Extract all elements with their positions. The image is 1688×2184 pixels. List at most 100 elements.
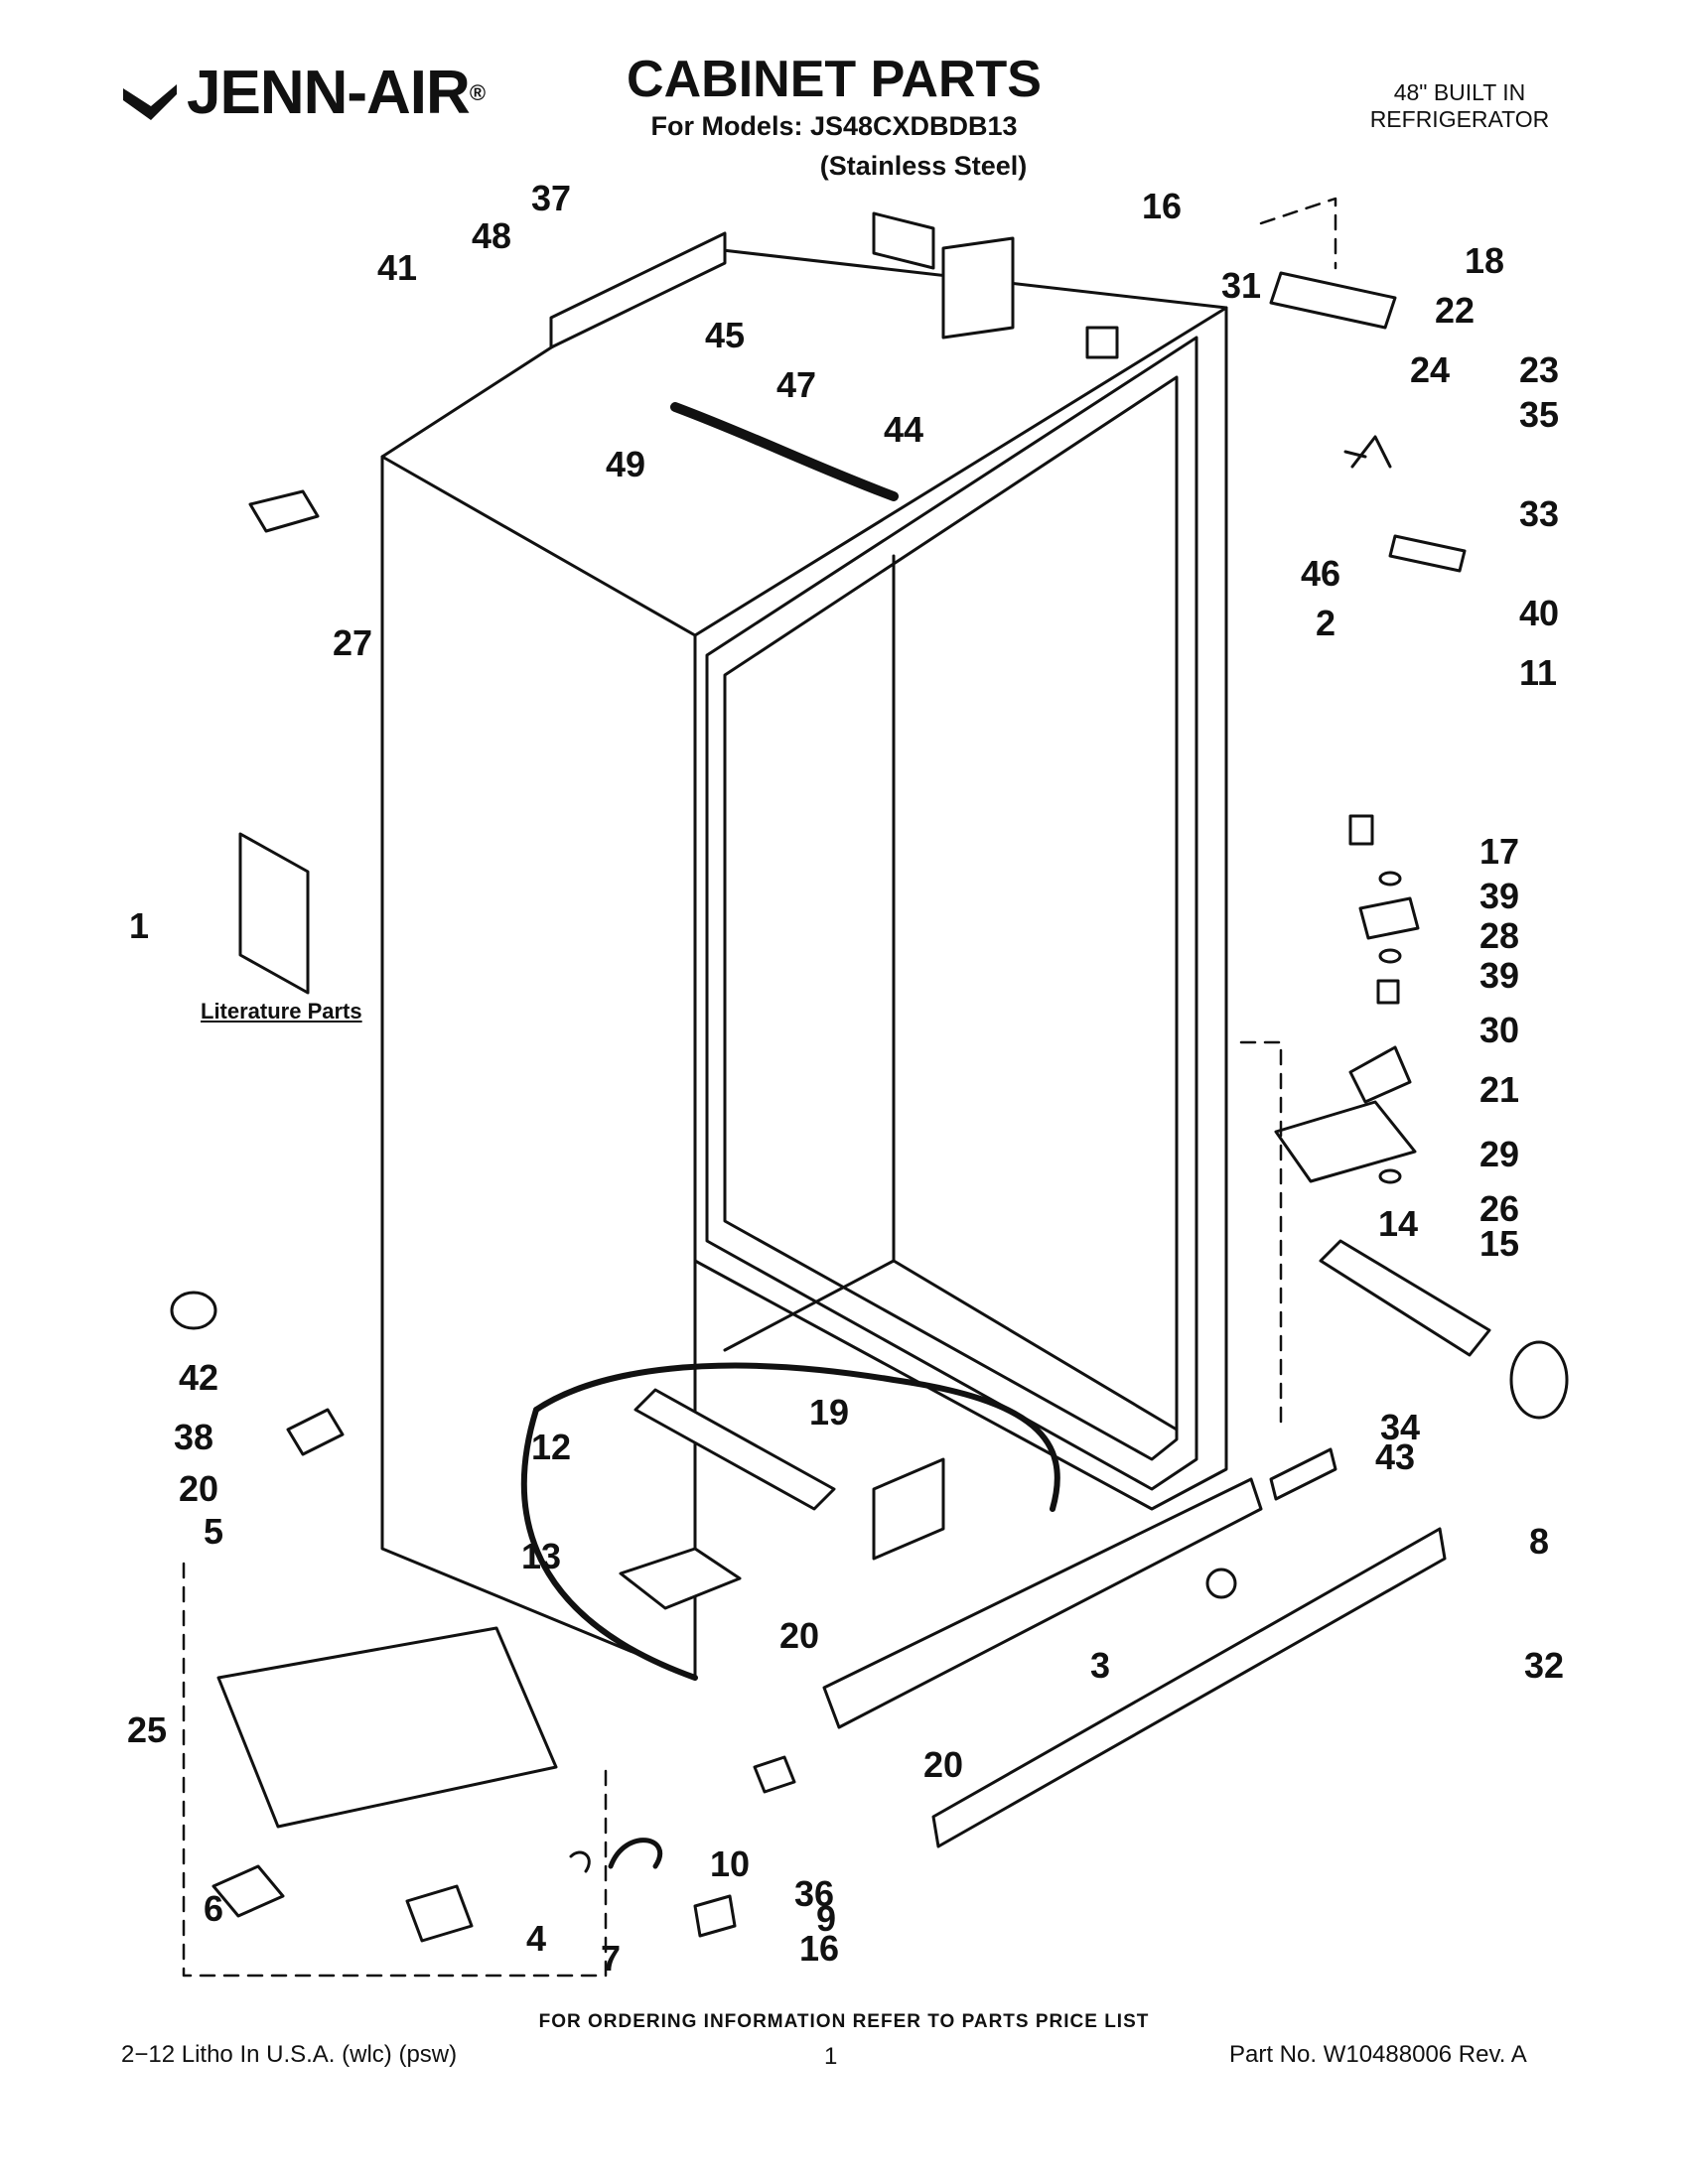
callout-label: 16: [799, 1928, 839, 1969]
variant-label: (Stainless Steel): [819, 151, 1028, 181]
bracket-34: [1269, 1447, 1337, 1501]
callout-label: 45: [705, 315, 745, 355]
leveling-leg-6: [211, 1864, 285, 1918]
cutaway-outline: [533, 1362, 1060, 1512]
callout-label: 22: [1435, 290, 1475, 331]
tube-10: [608, 1838, 663, 1869]
callout-label: 25: [127, 1709, 167, 1750]
callout-label: 26: [1479, 1188, 1519, 1229]
fan-bracket-19: [872, 1457, 945, 1561]
callout-label: 32: [1524, 1645, 1564, 1686]
bracket-36: [693, 1894, 737, 1938]
callout-label: 17: [1479, 831, 1519, 872]
pin-17: [1348, 814, 1374, 846]
callout-label: 28: [1479, 915, 1519, 956]
callout-label: 38: [174, 1417, 213, 1457]
product-type: 48" BUILT IN REFRIGERATOR: [1331, 79, 1589, 133]
callout-label: 37: [531, 178, 571, 218]
washer-39a: [1378, 871, 1402, 887]
callout-label: 2: [1316, 603, 1336, 643]
water-filter-15: [1319, 1239, 1491, 1357]
callout-label: 10: [710, 1843, 750, 1884]
top-panel-48: [549, 231, 727, 349]
product-line-2: REFRIGERATOR: [1369, 106, 1550, 132]
washer-39b: [1378, 948, 1402, 964]
product-line-1: 48" BUILT IN: [1393, 79, 1526, 105]
brand-registered: ®: [469, 79, 486, 105]
page-title: CABINET PARTS: [627, 51, 1042, 108]
bushing-30: [1376, 979, 1400, 1005]
callout-label: 39: [1479, 876, 1519, 916]
callout-label: 1: [129, 905, 149, 946]
callout-label: 41: [377, 247, 417, 288]
heater-tube-12: [633, 1388, 836, 1511]
callout-label: 5: [204, 1511, 223, 1552]
callout-label: 40: [1519, 593, 1559, 633]
hinge-plate-29: [1274, 1100, 1417, 1183]
callout-label: 16: [1142, 186, 1182, 226]
callout-label: 20: [923, 1744, 963, 1785]
litho-code: 2−12 Litho In U.S.A. (wlc) (psw): [121, 2041, 458, 2068]
callout-label: 19: [809, 1392, 849, 1433]
literature-booklet: [238, 832, 310, 995]
bracket-9: [753, 1755, 796, 1794]
callout-label: 4: [526, 1918, 546, 1959]
brand-logo: JENN-AIR®: [121, 58, 486, 128]
callout-label: 11: [1519, 652, 1557, 693]
spring-24: [1343, 435, 1392, 469]
base-frame-5: [216, 1626, 558, 1829]
callout-label: 34: [1380, 1407, 1420, 1447]
callout-label: 47: [776, 364, 816, 405]
plug-42: [170, 1291, 217, 1330]
washer-26: [1378, 1168, 1402, 1184]
models-line: For Models: JS48CXDBDB13: [650, 111, 1018, 141]
callout-label: 43: [1375, 1436, 1415, 1477]
callout-label: 24: [1410, 349, 1450, 390]
callout-label: 23: [1519, 349, 1559, 390]
callout-label: 49: [606, 444, 645, 484]
clip-7: [569, 1850, 591, 1873]
callout-label: 7: [601, 1938, 621, 1979]
clip-27: [248, 489, 320, 533]
callout-label: 3: [1090, 1645, 1110, 1686]
brand-swoosh-icon: [121, 70, 179, 120]
callout-label: 14: [1378, 1203, 1418, 1244]
hinge-guide: [1239, 1040, 1283, 1432]
hinge-link-28: [1358, 896, 1420, 940]
roller-4: [405, 1884, 474, 1943]
callout-label: 29: [1479, 1134, 1519, 1174]
control-box-45: [872, 211, 935, 270]
wire-harness-49: [670, 402, 899, 501]
callout-label: 9: [816, 1898, 836, 1939]
callout-label: 13: [521, 1536, 561, 1576]
clip-3: [1205, 1568, 1237, 1599]
top-hinge-guide: [1259, 197, 1337, 270]
kickplate-32: [931, 1527, 1447, 1848]
callout-label: 27: [333, 622, 372, 663]
bracket-38: [286, 1408, 345, 1456]
callout-label: 48: [472, 215, 511, 256]
callout-label: 33: [1519, 493, 1559, 534]
callout-label: 12: [531, 1427, 571, 1467]
bracket-33: [1388, 534, 1467, 573]
part-number: Part No. W10488006 Rev. A: [1229, 2041, 1527, 2068]
callout-label: 21: [1479, 1069, 1519, 1110]
callout-label: 46: [1301, 553, 1340, 594]
base-guide: [182, 1562, 608, 1978]
hinge-18: [1269, 271, 1397, 330]
bracket-47: [941, 236, 1015, 340]
callout-label: 35: [1519, 394, 1559, 435]
brand-name: JENN-AIR: [187, 59, 471, 127]
cabinet-shell: [380, 246, 1228, 1680]
callout-label: 20: [779, 1615, 819, 1656]
callout-label: 31: [1221, 265, 1261, 306]
grille-panel: [822, 1477, 1263, 1729]
callout-label: 20: [179, 1468, 218, 1509]
callout-label: 42: [179, 1357, 218, 1398]
page-number: 1: [824, 2043, 838, 2070]
filter-cap-8: [1509, 1340, 1569, 1420]
callout-label: 39: [1479, 955, 1519, 996]
callout-label: 6: [204, 1888, 223, 1929]
